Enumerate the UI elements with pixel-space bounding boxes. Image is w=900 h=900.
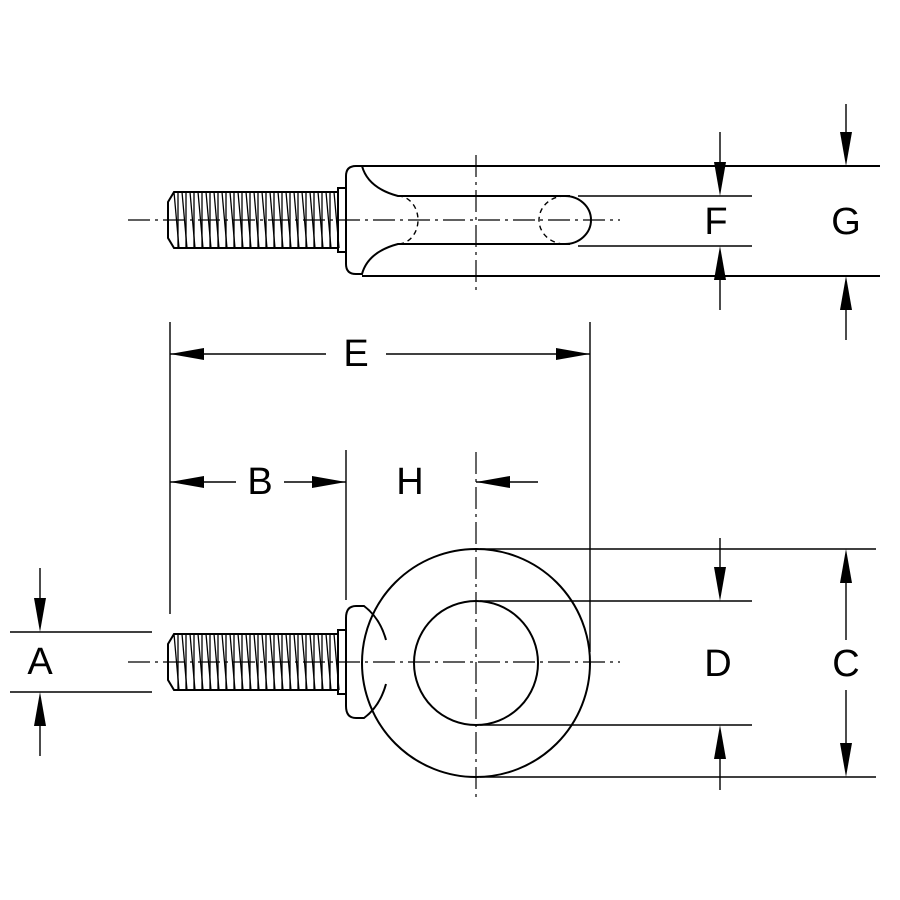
eye-hole [413,600,539,726]
dimension-g: G [831,104,861,340]
dimension-c: C [832,549,860,777]
label-d: D [704,643,731,685]
front-view [10,322,876,800]
label-b: B [247,461,272,503]
top-threaded-shank [167,191,340,249]
label-f: F [704,201,727,243]
label-g: G [831,201,861,243]
dimension-f: F [704,132,728,310]
front-threaded-shank [167,633,340,691]
top-eye-rod-end [564,195,592,245]
dimension-e: E [170,333,590,375]
top-view [128,155,880,290]
top-hidden-hole-right [538,195,566,245]
label-c: C [832,643,859,685]
dimension-b: B [170,461,346,503]
eye-outer-ring [361,548,591,778]
dimension-d: D [704,538,732,790]
front-shoulder [345,605,387,719]
label-e: E [343,333,368,375]
dimension-a: A [27,568,53,756]
dimension-h: H [396,461,538,503]
label-a: A [27,641,53,683]
label-h: H [396,461,423,503]
